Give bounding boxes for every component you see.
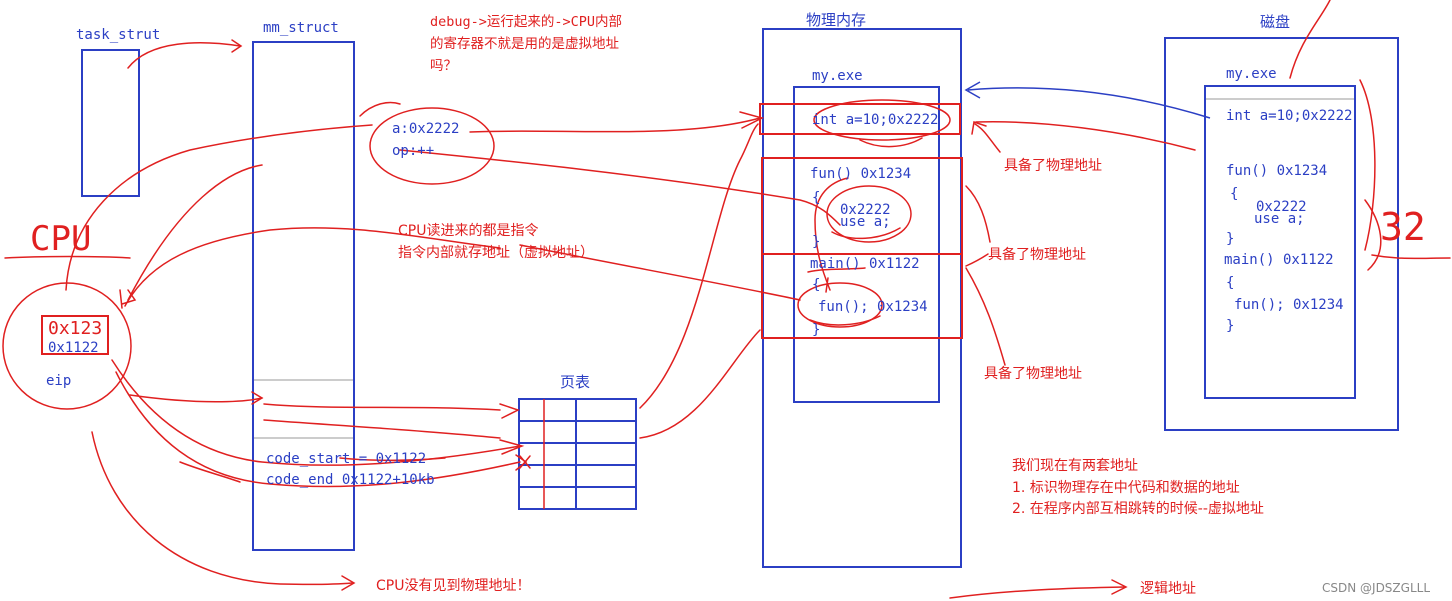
has-phys-note-3: 具备了物理地址 <box>984 365 1082 382</box>
a-var-label: a:0x2222 <box>392 121 459 137</box>
page-table <box>518 398 637 510</box>
mem-exe-label: my.exe <box>812 68 863 84</box>
arrow-pt-to-mem-main <box>639 329 761 439</box>
op-label: op:++ <box>392 143 434 159</box>
cpu-read-line2: 指令内部就存地址（虚拟地址） <box>398 245 594 261</box>
arrow-logical-addr <box>949 586 1126 599</box>
has-phys-note-2: 具备了物理地址 <box>988 246 1086 263</box>
disk-exe-box <box>1204 85 1356 399</box>
mem-brace-open-2: { <box>812 277 820 293</box>
mem-int-a: int a=10;0x2222 <box>812 112 938 128</box>
mem-main: main() 0x1122 <box>810 256 920 272</box>
mem-fun: fun() 0x1234 <box>810 166 911 182</box>
mem-fun-call: fun(); 0x1234 <box>818 299 928 315</box>
disk-brace-open-2: { <box>1226 275 1234 291</box>
arrow-disk-to-mem <box>967 87 1211 119</box>
mm-struct-box <box>252 41 355 551</box>
arc-cpu-to-instr <box>124 227 501 307</box>
disk-main: main() 0x1122 <box>1224 252 1334 268</box>
code-end-label: code_end 0x1122+10kb <box>266 472 435 488</box>
disk-int-a: int a=10;0x2222 <box>1226 108 1352 124</box>
disk-brace-open-1: { <box>1230 186 1238 202</box>
debug-note-line1: debug->运行起来的->CPU内部 <box>430 14 622 30</box>
eip-hand-value: 0x123 <box>48 318 102 339</box>
arc-cpu-to-a <box>65 124 373 291</box>
disk-exe-label: my.exe <box>1226 66 1277 82</box>
debug-note-line2: 的寄存器不就是用的是虚拟地址 <box>430 35 619 52</box>
memory-code: int a=10;0x2222 fun() 0x1234 { 0x2222 us… <box>810 112 938 338</box>
disk-box <box>1164 37 1399 431</box>
code-start-label: code_start = 0x1122 <box>266 451 426 467</box>
arrow-pt-to-mem-int <box>639 123 759 409</box>
mem-use-a: use a; <box>840 214 891 230</box>
arrow-cpu-no-phys <box>91 431 353 586</box>
arrow-op-to-use-a <box>399 149 841 226</box>
physical-memory-label: 物理内存 <box>806 11 866 29</box>
cpu-hand-label: CPU <box>30 219 91 259</box>
logical-addr-note: 逻辑地址 <box>1140 581 1196 597</box>
disk-brace-close-1: } <box>1226 231 1234 247</box>
a-var-circle <box>369 107 495 185</box>
debug-note-line3: 吗？ <box>430 58 457 74</box>
disk-num-label: 32 <box>1380 205 1426 249</box>
disk-fun: fun() 0x1234 <box>1226 163 1327 179</box>
disk-label: 磁盘 <box>1260 13 1290 31</box>
mem-brace-close-2: } <box>812 322 820 338</box>
mm-struct-label: mm_struct <box>263 20 339 36</box>
disk-addr-2222: 0x2222 <box>1256 199 1307 215</box>
mem-main-box <box>761 253 963 339</box>
arrow-instr-to-mem <box>519 244 801 301</box>
disk-fun-call: fun(); 0x1234 <box>1234 297 1344 313</box>
mem-exe-box <box>793 86 940 403</box>
two-addr-item-2: 2. 在程序内部互相跳转的时候--虚拟地址 <box>1012 501 1264 517</box>
two-addr-item-1: 1. 标识物理存在中代码和数据的地址 <box>1012 480 1240 496</box>
arc-cpu-to-code-start <box>111 359 521 466</box>
cpu-read-line1: CPU读进来的都是指令 <box>398 222 538 239</box>
disk-code: int a=10;0x2222 fun() 0x1234 { 0x2222 us… <box>1224 108 1352 334</box>
eip-box <box>41 315 109 355</box>
eip-value-label: 0x1122 <box>48 340 99 356</box>
eip-label: eip <box>46 373 71 389</box>
arrow-a-to-mem <box>469 117 761 133</box>
task-strut-label: task_strut <box>76 27 160 43</box>
arrow-task-to-mm <box>127 42 241 69</box>
task-strut-box <box>81 49 140 197</box>
two-addr-title: 我们现在有两套地址 <box>1012 458 1138 474</box>
watermark: CSDN @JDSZGLLL <box>1322 581 1430 595</box>
mem-addr-2222: 0x2222 <box>840 202 891 218</box>
disk-use-a: use a; <box>1254 211 1305 227</box>
mem-brace-close-1: } <box>812 234 820 250</box>
has-phys-note-1: 具备了物理地址 <box>1004 157 1102 174</box>
cpu-no-phys-note: CPU没有见到物理地址！ <box>376 578 530 594</box>
disk-brace-close-2: } <box>1226 318 1234 334</box>
mem-brace-open-1: { <box>812 190 820 206</box>
page-table-label: 页表 <box>560 373 590 391</box>
arrow-call-to-fun <box>814 177 849 291</box>
